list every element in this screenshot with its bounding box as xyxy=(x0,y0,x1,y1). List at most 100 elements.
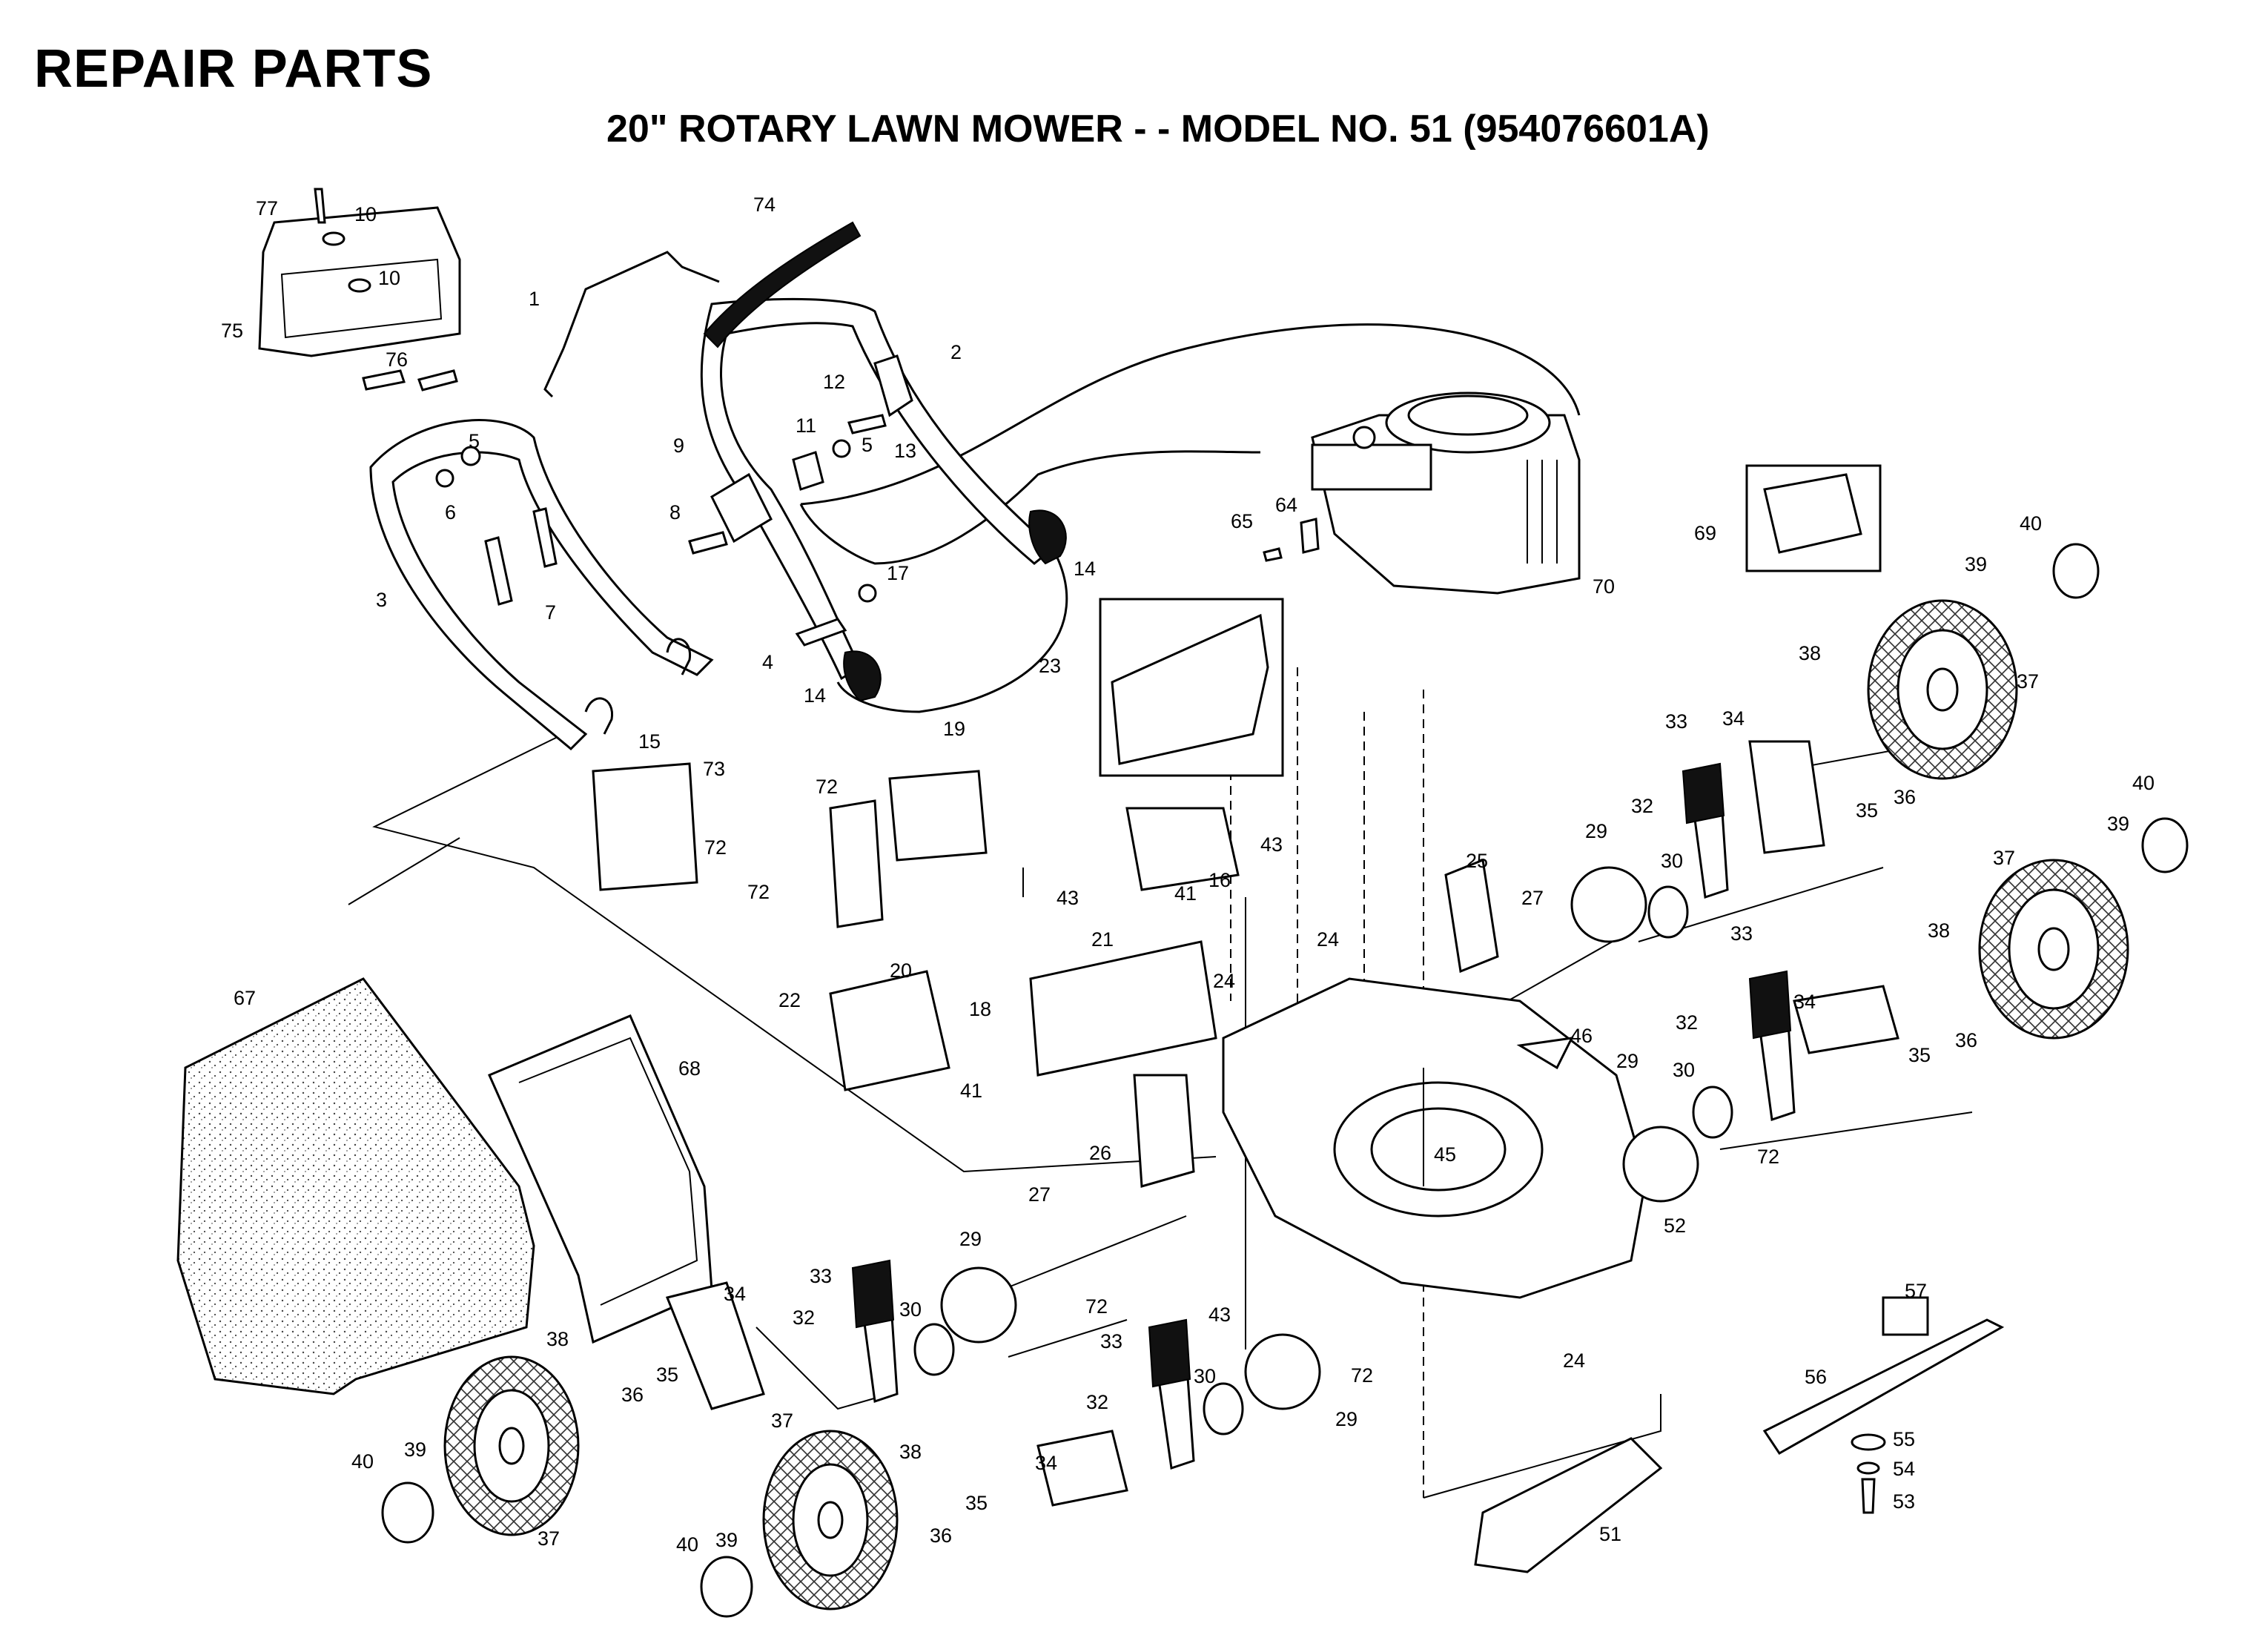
callout-label: 75 xyxy=(221,320,243,342)
screw-77 xyxy=(314,188,326,224)
callout-label: 26 xyxy=(1089,1142,1111,1164)
callout-label: 38 xyxy=(546,1328,569,1350)
rear-flap xyxy=(829,970,950,1091)
wheel-rear-left xyxy=(443,1355,580,1536)
chute-box xyxy=(1099,598,1284,777)
callout-label: 5 xyxy=(862,434,873,456)
callout-label: 27 xyxy=(1521,887,1544,909)
side-plate xyxy=(1029,940,1217,1077)
callout-label: 5 xyxy=(469,430,480,452)
callout-label: 43 xyxy=(1056,887,1079,909)
callout-label: 76 xyxy=(386,348,408,371)
callout-label: 32 xyxy=(1631,795,1653,817)
hub-cap xyxy=(2052,543,2100,599)
air-filter xyxy=(1763,473,1862,554)
blade-adapter xyxy=(1882,1296,1929,1336)
callout-label: 38 xyxy=(899,1441,922,1463)
hub-cap xyxy=(2141,817,2189,873)
callout-label: 23 xyxy=(1039,655,1061,677)
bolt-76 xyxy=(362,369,406,391)
callout-label: 39 xyxy=(715,1529,738,1551)
callout-label: 36 xyxy=(621,1384,644,1406)
bolt-12 xyxy=(847,414,887,435)
nut-5 xyxy=(832,439,851,458)
cable-guide xyxy=(710,472,773,543)
callout-label: 10 xyxy=(354,203,377,225)
washer-10 xyxy=(348,278,371,293)
callout-label: 35 xyxy=(656,1364,678,1386)
callout-label: 65 xyxy=(1231,510,1253,532)
callout-label: 51 xyxy=(1599,1523,1621,1545)
callout-label: 8 xyxy=(669,501,681,523)
handle-bolt-7 xyxy=(532,507,558,568)
callout-label: 29 xyxy=(959,1228,982,1250)
washer-55 xyxy=(1851,1433,1886,1451)
callout-label: 69 xyxy=(1694,522,1716,544)
callout-label: 20 xyxy=(890,959,912,982)
callout-label: 1 xyxy=(529,288,540,310)
callout-label: 38 xyxy=(1799,642,1821,664)
handle-grip xyxy=(703,221,862,348)
callout-label: 77 xyxy=(256,197,278,219)
callout-label: 72 xyxy=(816,776,838,798)
callout-label: 15 xyxy=(638,730,661,753)
callout-label: 12 xyxy=(823,371,845,393)
callout-label: 34 xyxy=(724,1283,746,1305)
callout-label: 35 xyxy=(1908,1044,1931,1066)
callout-label: 41 xyxy=(960,1080,982,1102)
callout-label: 14 xyxy=(804,684,826,707)
callout-label: 40 xyxy=(2020,512,2042,535)
handle-assembly xyxy=(258,188,1067,751)
callout-label: 40 xyxy=(351,1450,374,1473)
handle-knob xyxy=(843,650,882,702)
door-bracket xyxy=(888,770,988,862)
callout-label: 39 xyxy=(404,1438,426,1461)
callout-label: 29 xyxy=(1335,1408,1358,1430)
callout-label: 17 xyxy=(887,562,909,584)
deflector-46 xyxy=(1516,1037,1574,1070)
hairpin-clip xyxy=(666,638,692,675)
callout-label: 24 xyxy=(1213,970,1235,992)
callout-label: 13 xyxy=(894,440,916,462)
callout-label: 30 xyxy=(1661,850,1683,872)
callout-label: 37 xyxy=(1993,847,2015,869)
mower-blade xyxy=(1762,1318,2005,1455)
callout-label: 35 xyxy=(1856,799,1878,822)
callout-label: 55 xyxy=(1893,1428,1915,1450)
wheel-front-right xyxy=(1867,599,2018,780)
callout-label: 73 xyxy=(703,758,725,780)
knob-6 xyxy=(435,469,454,488)
rear-door xyxy=(1111,613,1269,765)
hub-cap xyxy=(381,1481,434,1544)
blade-bolt xyxy=(1861,1478,1876,1514)
callout-label: 34 xyxy=(1722,707,1745,730)
wheel-rear-right xyxy=(1978,859,2129,1040)
callout-label: 36 xyxy=(930,1524,952,1547)
callout-label: 64 xyxy=(1275,494,1297,516)
callout-label: 40 xyxy=(2132,772,2155,794)
clip-11 xyxy=(792,451,824,491)
bracket-13 xyxy=(873,354,913,417)
callout-label: 35 xyxy=(965,1492,988,1514)
callout-label: 10 xyxy=(378,267,400,289)
hairpin-clip xyxy=(584,697,614,735)
callout-label: 33 xyxy=(1665,710,1687,733)
axle-brackets xyxy=(665,740,1899,1507)
lower-handle xyxy=(369,419,714,751)
callout-label: 27 xyxy=(1028,1183,1051,1206)
callout-label: 9 xyxy=(673,435,684,457)
callout-label: 72 xyxy=(704,836,727,859)
control-bail xyxy=(562,251,720,349)
callout-label: 45 xyxy=(1434,1143,1456,1166)
callout-label: 40 xyxy=(676,1533,698,1556)
callout-label: 32 xyxy=(1086,1391,1108,1413)
callout-label: 7 xyxy=(545,601,556,624)
grass-bag xyxy=(176,977,535,1395)
callout-label: 43 xyxy=(1260,833,1283,856)
latch-4 xyxy=(795,618,847,647)
callout-label: 72 xyxy=(1757,1146,1779,1168)
callout-label: 2 xyxy=(950,341,962,363)
callout-label: 37 xyxy=(771,1410,793,1432)
callout-label: 30 xyxy=(1673,1059,1695,1081)
